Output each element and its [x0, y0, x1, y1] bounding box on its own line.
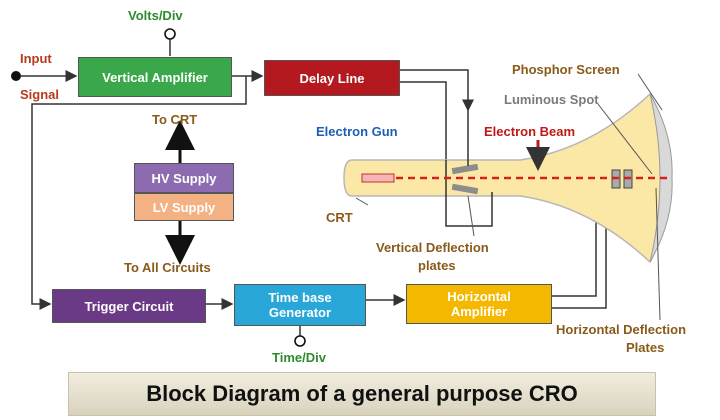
vertical-plate-top	[451, 163, 479, 175]
hv-supply-block: HV Supply	[134, 163, 234, 193]
electron-gun-element	[361, 173, 395, 183]
horizontal-deflection-plates-label: Plates	[626, 340, 665, 355]
horizontal-deflection-label: Horizontal Deflection	[556, 322, 687, 337]
luminous-leader	[597, 103, 653, 175]
volts-div-knob	[164, 28, 176, 40]
signal-label: Signal	[20, 87, 60, 102]
electron-gun-label: Electron Gun	[316, 124, 398, 139]
horizontal-amplifier-block: Horizontal Amplifier	[406, 284, 552, 324]
volts-div-label: Volts/Div	[128, 8, 183, 23]
phosphor-screen-label: Phosphor Screen	[512, 62, 620, 77]
lv-supply-block: LV Supply	[134, 193, 234, 221]
hdp-leader	[655, 187, 661, 321]
crt-label: CRT	[326, 210, 353, 225]
diagram-title-banner: Block Diagram of a general purpose CRO	[68, 372, 656, 416]
input-label: Input	[20, 51, 52, 66]
input-terminal	[11, 71, 21, 81]
diagram-title: Block Diagram of a general purpose CRO	[146, 381, 578, 406]
vertical-deflection-label: Vertical Deflection	[376, 240, 489, 255]
to-all-circuits-label: To All Circuits	[124, 260, 211, 275]
time-div-knob	[294, 335, 306, 347]
trigger-feed-line	[31, 76, 247, 310]
vertical-amplifier-block: Vertical Amplifier	[78, 57, 232, 97]
electron-beam-label: Electron Beam	[484, 124, 576, 139]
trigger-circuit-block: Trigger Circuit	[52, 289, 206, 323]
phosphor-leader	[637, 73, 663, 111]
vertical-plate-bottom	[451, 183, 479, 195]
luminous-spot-label: Luminous Spot	[504, 92, 599, 107]
time-div-label: Time/Div	[272, 350, 326, 365]
crt-leader	[355, 197, 369, 206]
time-base-generator-block: Time base Generator	[234, 284, 366, 326]
vdp-leader	[467, 195, 475, 237]
delay-to-vplate-a	[400, 69, 474, 112]
delay-to-vplate-b	[400, 81, 447, 160]
to-crt-label: To CRT	[152, 112, 198, 127]
vertical-deflection-plates-label: plates	[418, 258, 456, 273]
delay-line-block: Delay Line	[264, 60, 400, 96]
